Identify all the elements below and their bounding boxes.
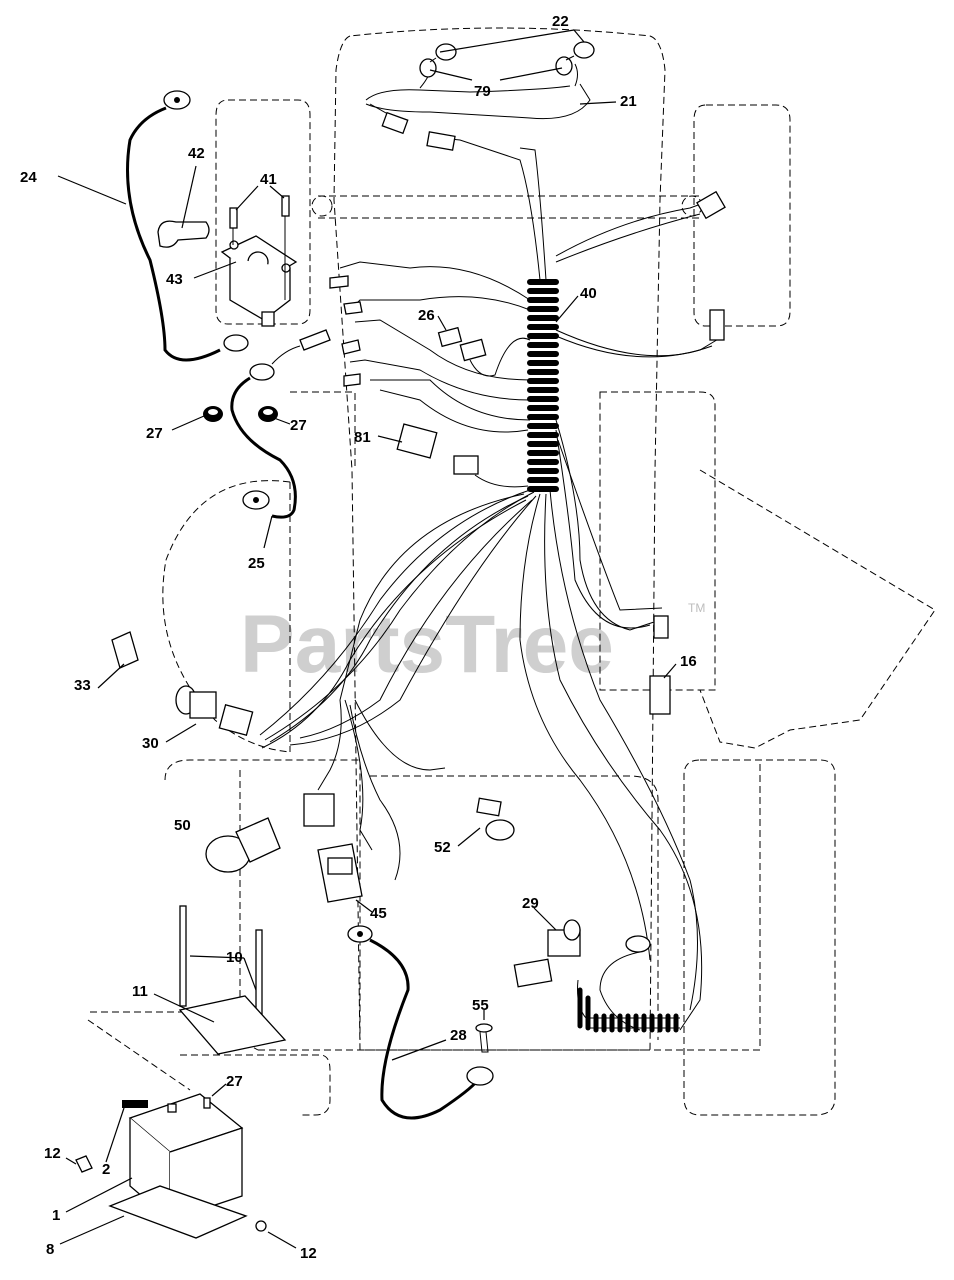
part-8-tray <box>108 1185 248 1239</box>
label-27b: 27 <box>290 417 307 434</box>
leader-lines <box>57 29 677 1249</box>
watermark-trademark: TM <box>688 601 705 615</box>
front-connector-b <box>426 131 456 151</box>
part-27-nuts <box>203 406 278 422</box>
front-connector-a <box>381 111 409 135</box>
plug-6pin <box>303 793 335 827</box>
part-33-key <box>111 631 139 669</box>
label-30: 30 <box>142 735 159 752</box>
part-12-nut-bottom <box>255 1220 267 1232</box>
label-16: 16 <box>680 653 697 670</box>
harness-plug <box>453 455 479 475</box>
main-harness <box>259 59 721 1031</box>
label-41: 41 <box>260 171 277 188</box>
label-28: 28 <box>450 1027 467 1044</box>
part-24-battery-cable <box>126 90 249 362</box>
part-25-cable <box>230 363 297 519</box>
label-50: 50 <box>174 817 191 834</box>
label-55: 55 <box>472 997 489 1014</box>
callout-labels: 22 79 21 24 42 41 43 40 26 27 27 81 25 3… <box>20 13 697 1262</box>
part-41-bolts <box>229 195 290 300</box>
label-79: 79 <box>474 83 491 100</box>
part-43-solenoid <box>220 235 298 327</box>
right-connector-upper <box>696 190 726 220</box>
label-22: 22 <box>552 13 569 30</box>
label-40: 40 <box>580 285 597 302</box>
watermark-text: PartsTree <box>240 599 614 690</box>
part-11-hold-down <box>178 995 287 1055</box>
part-42-boot <box>157 220 210 248</box>
label-42: 42 <box>188 145 205 162</box>
label-25: 25 <box>248 555 265 572</box>
part-12-nut-left <box>75 1155 93 1173</box>
label-27c: 27 <box>226 1073 243 1090</box>
label-10: 10 <box>226 949 243 966</box>
part-30-ignition-switch <box>175 685 254 737</box>
part-45-hour-meter <box>317 843 363 903</box>
label-11: 11 <box>132 983 148 1000</box>
label-8: 8 <box>46 1241 54 1258</box>
terminal-3 <box>341 339 361 355</box>
terminal-2 <box>343 301 363 315</box>
part-55-screw <box>475 1023 493 1053</box>
label-81: 81 <box>354 429 371 446</box>
label-12a: 12 <box>44 1145 61 1162</box>
part-16-connector <box>649 615 671 715</box>
label-21: 21 <box>620 93 637 110</box>
ground-ring <box>625 935 651 953</box>
label-52: 52 <box>434 839 451 856</box>
label-43: 43 <box>166 271 183 288</box>
label-12b: 12 <box>300 1245 317 1262</box>
label-1: 1 <box>52 1207 60 1224</box>
part-29-seat-switch <box>513 919 581 988</box>
label-33: 33 <box>74 677 91 694</box>
part-2-bolt <box>122 1100 148 1108</box>
terminal-4 <box>343 373 361 387</box>
right-connector-lower <box>709 309 725 341</box>
label-27a: 27 <box>146 425 163 442</box>
part-52-bulb <box>476 797 515 841</box>
label-26: 26 <box>418 307 435 324</box>
label-29: 29 <box>522 895 539 912</box>
fuse-holder <box>299 329 331 351</box>
part-26-connectors <box>437 326 487 362</box>
part-28-ground-cable <box>347 925 494 1120</box>
label-24: 24 <box>20 169 37 186</box>
terminal-1 <box>329 275 349 289</box>
part-50-switch <box>205 817 281 873</box>
label-45: 45 <box>370 905 387 922</box>
part-81-relay <box>396 423 438 459</box>
headlight-bulbs <box>419 41 595 78</box>
label-2: 2 <box>102 1161 110 1178</box>
harness-coil <box>527 278 559 492</box>
lower-coil <box>577 979 680 1033</box>
tractor-outline <box>87 27 936 1116</box>
